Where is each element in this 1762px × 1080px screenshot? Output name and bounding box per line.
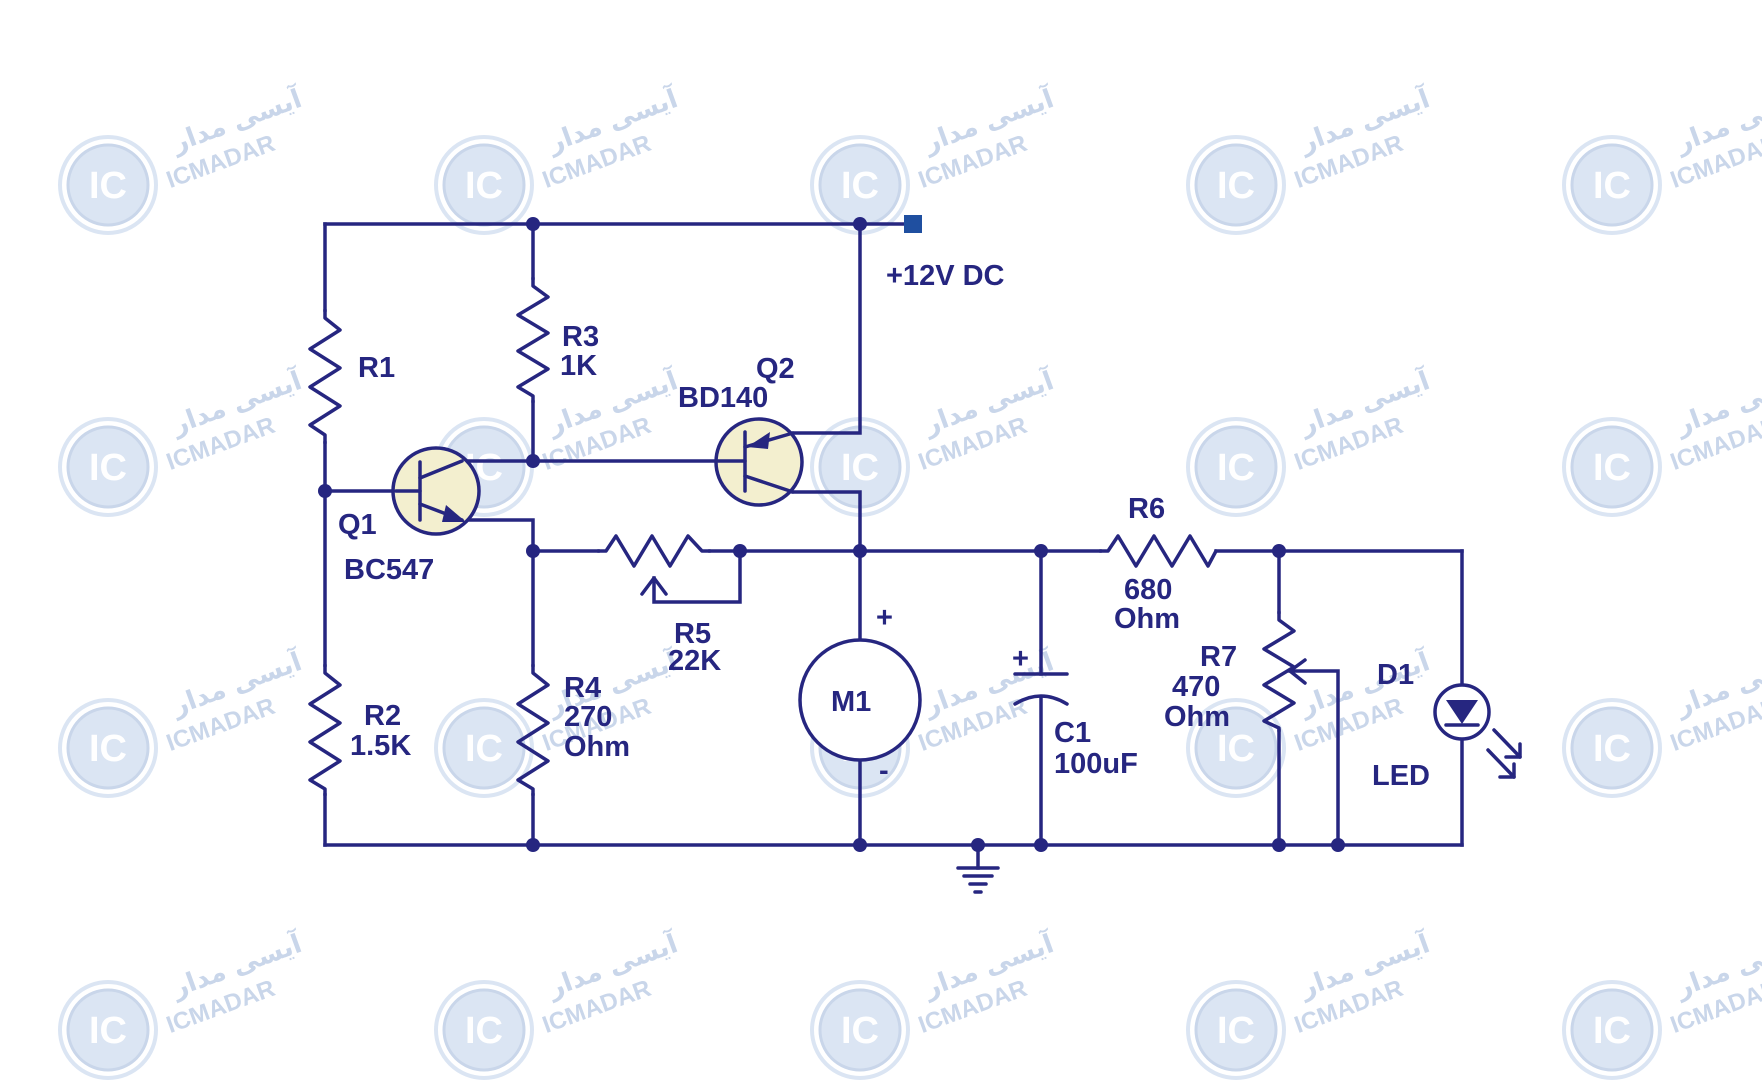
r7-unit: Ohm [1164,701,1230,733]
q2-part: BD140 [678,382,768,414]
resistor-r3 [516,276,550,404]
potentiometer-r5 [596,534,742,604]
svg-text:IC: IC [1217,728,1255,770]
r1-name: R1 [358,352,395,384]
r7-name: R7 [1200,641,1237,673]
m1-name: M1 [831,686,871,718]
svg-text:IC: IC [89,165,127,207]
d1-type: LED [1372,760,1430,792]
r3-name: R3 [562,321,599,353]
resistor-r2 [308,663,342,797]
watermark-logo-icon [66,988,150,1072]
r2-name: R2 [364,700,401,732]
watermark-logo-icon [1570,143,1654,227]
watermark-logo-icon [442,988,526,1072]
d1-name: D1 [1377,659,1414,691]
labels: +12V DC R1 R3 1K Q2 BD140 Q1 BC547 R5 22… [338,260,1430,792]
c1-plus: + [1012,643,1029,675]
svg-text:IC: IC [1593,165,1631,207]
svg-text:IC: IC [1593,728,1631,770]
svg-text:IC: IC [465,728,503,770]
resistor-r6 [1098,534,1218,568]
r5-value: 22K [668,645,721,677]
svg-text:IC: IC [1217,1010,1255,1052]
q2-name: Q2 [756,353,795,385]
watermark-logo-icon [66,143,150,227]
ground-symbol [956,866,1000,894]
svg-text:IC: IC [1593,1010,1631,1052]
c1-name: C1 [1054,717,1091,749]
svg-text:IC: IC [841,447,879,489]
svg-text:IC: IC [841,165,879,207]
r6-value: 680 [1124,574,1172,606]
watermark-logo-icon [1570,988,1654,1072]
watermark-logo-icon [442,706,526,790]
r4-name: R4 [564,672,601,704]
watermark-logo-icon [1194,706,1278,790]
watermark-logo-icon [1570,425,1654,509]
m1-minus: - [879,755,889,787]
watermark-logo-icon [1194,988,1278,1072]
q1-name: Q1 [338,509,377,541]
junctions [318,217,1345,852]
led-d1 [1433,683,1522,779]
supply-terminal [904,215,922,233]
watermark-logo-icon [1194,143,1278,227]
svg-text:IC: IC [89,728,127,770]
potentiometer-r7 [1262,610,1307,733]
supply-label: +12V DC [886,260,1005,292]
r4-value: 270 [564,701,612,733]
motor-m1 [798,638,922,762]
q1-part: BC547 [344,554,434,586]
svg-text:IC: IC [841,1010,879,1052]
r2-value: 1.5K [350,730,411,762]
transistor-q1 [391,446,481,536]
r6-unit: Ohm [1114,603,1180,635]
watermark-logo-icon [66,706,150,790]
watermark-logo-icon [66,425,150,509]
resistor-r1 [308,308,342,445]
svg-text:IC: IC [89,447,127,489]
m1-plus: + [876,602,893,634]
svg-text:IC: IC [1217,165,1255,207]
svg-text:IC: IC [465,165,503,207]
watermark-logo-icon [818,988,902,1072]
watermark-logo-icon [1570,706,1654,790]
c1-value: 100uF [1054,748,1138,780]
watermark-logo-icon [1194,425,1278,509]
capacitor-c1 [1013,672,1069,706]
r7-value: 470 [1172,671,1220,703]
svg-text:IC: IC [1593,447,1631,489]
transistor-q2 [714,417,804,507]
svg-text:IC: IC [465,1010,503,1052]
resistor-r4 [516,663,550,797]
r3-value: 1K [560,350,597,382]
svg-text:IC: IC [89,1010,127,1052]
r4-unit: Ohm [564,731,630,763]
r5-name: R5 [674,618,711,650]
svg-text:IC: IC [1217,447,1255,489]
r6-name: R6 [1128,493,1165,525]
